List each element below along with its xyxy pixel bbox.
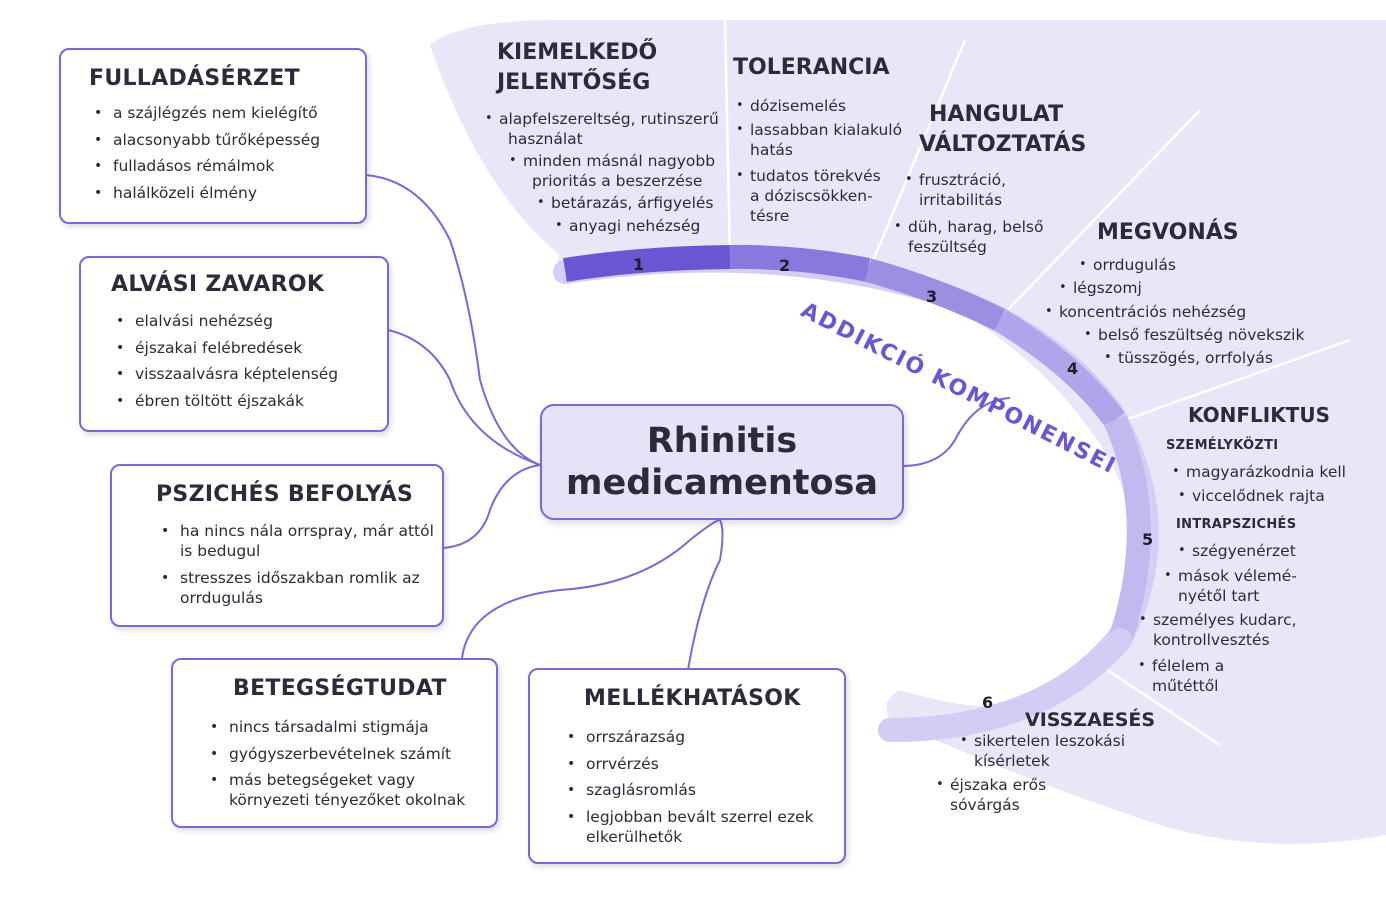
segment-item: személyes kudarc, bbox=[1139, 610, 1297, 630]
segment-item: használat bbox=[508, 130, 583, 148]
box-title: ALVÁSI ZAVAROK bbox=[111, 272, 325, 297]
segment-item: alapfelszereltség, rutinszerű bbox=[485, 109, 719, 129]
segment-item: koncentrációs nehézség bbox=[1045, 302, 1246, 322]
segment-subtitle: INTRAPSZICHÉS bbox=[1176, 517, 1296, 532]
ribbon-seg-5 bbox=[1104, 415, 1151, 644]
step-number-3: 3 bbox=[926, 287, 938, 306]
connectors bbox=[365, 174, 1011, 671]
segment-item: mások vélemé- bbox=[1164, 566, 1297, 586]
list-item: ha nincs nála orrspray, már attól is bed… bbox=[156, 521, 440, 561]
step-number-5: 5 bbox=[1142, 530, 1154, 549]
list-item: ébren töltött éjszakák bbox=[111, 391, 367, 411]
segment-title: VISSZAESÉS bbox=[1025, 709, 1156, 731]
segment-item: magyarázkodnia kell bbox=[1172, 462, 1346, 482]
list-item: gyógyszerbevételnek számít bbox=[205, 744, 476, 764]
segment-item: tudatos törekvés bbox=[736, 166, 881, 186]
segment-item: légszomj bbox=[1059, 278, 1142, 298]
list-item: legjobban bevált szerrel ezek elkerülhet… bbox=[562, 807, 836, 847]
segment-title: KIEMELKEDŐ bbox=[497, 40, 658, 65]
box-title: BETEGSÉGTUDAT bbox=[233, 676, 447, 701]
list-item: visszaalvásra képtelenség bbox=[111, 364, 367, 384]
segment-item: minden másnál nagyobb bbox=[509, 151, 715, 171]
ribbon-seg-6 bbox=[878, 628, 1132, 742]
segment-hangulat: HANGULAT VÁLTOZTATÁS bbox=[919, 100, 1086, 160]
subtitle-szemelykozti: SZEMÉLYKÖZTI bbox=[1166, 438, 1279, 453]
segment-item: nyétől tart bbox=[1178, 587, 1260, 605]
segment-item: düh, harag, belső bbox=[894, 217, 1044, 237]
segment-item: frusztráció, bbox=[905, 170, 1006, 190]
segment-item: szégyenérzet bbox=[1178, 541, 1296, 561]
subtitle-intrapsziches: INTRAPSZICHÉS bbox=[1176, 517, 1297, 532]
segment-title: VÁLTOZTATÁS bbox=[919, 132, 1087, 157]
list-item: halálközeli élmény bbox=[89, 183, 345, 203]
box-fulladaserzet: FULLADÁSÉRZET a szájlégzés nem kielégítő… bbox=[59, 48, 367, 224]
list-item: orrvérzés bbox=[562, 754, 824, 774]
segment-title: HANGULAT bbox=[929, 102, 1064, 127]
list-item: szaglásromlás bbox=[562, 780, 824, 800]
segment-kiemelkedo: KIEMELKEDŐ JELENTŐSÉG bbox=[497, 38, 657, 98]
fan-dividers bbox=[723, 19, 1351, 747]
list-item: orrszárazság bbox=[562, 727, 824, 747]
segment-item: tüsszögés, orrfolyás bbox=[1104, 348, 1273, 368]
segment-item: műtéttől bbox=[1152, 677, 1219, 695]
box-mellekhatasok: MELLÉKHATÁSOK orrszárazság orrvérzés sza… bbox=[528, 668, 846, 864]
segment-tolerancia: TOLERANCIA bbox=[733, 53, 890, 83]
center-line-2: medicamentosa bbox=[566, 463, 878, 503]
segment-item: orrdugulás bbox=[1079, 255, 1176, 275]
segment-megvonas: MEGVONÁS bbox=[1097, 218, 1239, 248]
segment-item: hatás bbox=[750, 141, 793, 159]
ribbon-seg-1 bbox=[563, 245, 731, 282]
box-title: MELLÉKHATÁSOK bbox=[584, 686, 801, 711]
center-topic: Rhinitis medicamentosa bbox=[540, 404, 904, 520]
segment-subtitle: SZEMÉLYKÖZTI bbox=[1166, 438, 1278, 453]
step-number-4: 4 bbox=[1067, 359, 1079, 378]
ribbon-seg-2 bbox=[729, 244, 871, 282]
segment-item: belső feszültség növekszik bbox=[1084, 325, 1304, 345]
step-number-2: 2 bbox=[779, 256, 791, 275]
list-item: éjszakai felébredések bbox=[111, 338, 367, 358]
step-number-6: 6 bbox=[982, 693, 994, 712]
segment-item: betárazás, árfigyelés bbox=[537, 193, 713, 213]
step-number-1: 1 bbox=[633, 255, 645, 274]
segment-item: viccelődnek rajta bbox=[1178, 486, 1325, 506]
segment-item: tésre bbox=[750, 207, 790, 225]
box-alvasi-zavarok: ALVÁSI ZAVAROK elalvási nehézség éjszaka… bbox=[79, 256, 389, 432]
box-betegsegtudat: BETEGSÉGTUDAT nincs társadalmi stigmája … bbox=[171, 658, 498, 828]
center-line-1: Rhinitis bbox=[646, 421, 798, 461]
box-psziches-befolyas: PSZICHÉS BEFOLYÁS ha nincs nála orrspray… bbox=[110, 464, 444, 627]
segment-item: a dóziscsökken- bbox=[750, 187, 873, 205]
segment-title: KONFLIKTUS bbox=[1188, 403, 1330, 427]
ribbon-seg-3 bbox=[864, 258, 1006, 331]
segment-item: kísérletek bbox=[974, 752, 1050, 770]
segment-item: kontrollvesztés bbox=[1153, 631, 1270, 649]
segment-visszaeses: VISSZAESÉS bbox=[1025, 705, 1155, 735]
box-title: PSZICHÉS BEFOLYÁS bbox=[156, 482, 414, 507]
list-item: nincs társadalmi stigmája bbox=[205, 717, 476, 737]
segment-konfliktus: KONFLIKTUS bbox=[1188, 400, 1330, 430]
segment-item: félelem a bbox=[1138, 656, 1224, 676]
segment-item: prioritás a beszerzése bbox=[532, 172, 703, 190]
segment-item: lassabban kialakuló bbox=[736, 120, 902, 140]
ribbon-seg-4 bbox=[993, 309, 1125, 428]
box-title: FULLADÁSÉRZET bbox=[89, 66, 300, 91]
list-item: a szájlégzés nem kielégítő bbox=[89, 103, 345, 123]
list-item: elalvási nehézség bbox=[111, 311, 367, 331]
segment-item: irritabilitás bbox=[919, 191, 1003, 209]
segment-item: anyagi nehézség bbox=[555, 216, 700, 236]
segment-title: MEGVONÁS bbox=[1097, 220, 1239, 245]
segment-item: dózisemelés bbox=[736, 96, 846, 116]
segment-item: sikertelen leszokási bbox=[960, 731, 1125, 751]
segment-item: éjszaka erős bbox=[936, 775, 1046, 795]
segment-item: sóvárgás bbox=[950, 796, 1020, 814]
list-item: alacsonyabb tűrőképesség bbox=[89, 130, 345, 150]
segment-item: feszültség bbox=[908, 238, 987, 256]
list-item: stresszes időszakban romlik az orrdugulá… bbox=[156, 568, 440, 608]
list-item: más betegségeket vagy környezeti tényező… bbox=[205, 770, 479, 810]
segment-title: JELENTŐSÉG bbox=[497, 70, 651, 95]
list-item: fulladásos rémálmok bbox=[89, 156, 345, 176]
segment-title: TOLERANCIA bbox=[733, 55, 890, 80]
